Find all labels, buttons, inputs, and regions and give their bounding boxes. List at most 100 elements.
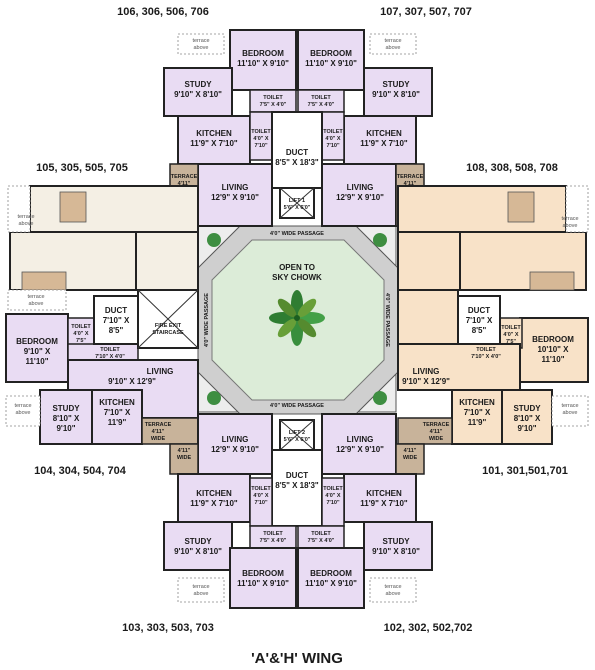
toilet-dims: 7'5" X 4'0"	[308, 102, 335, 108]
terrace-label: TERRACE	[145, 422, 172, 428]
toilet-dims: 7'10"	[326, 143, 339, 149]
study-label: STUDY	[52, 404, 80, 413]
toilet-label: TOILET	[263, 95, 283, 101]
passage-left-label: 4'0" WIDE PASSAGE	[204, 293, 210, 347]
unit-label-mid-left: 105, 305, 505, 705	[36, 162, 128, 174]
study-dims: 9'10"	[56, 424, 75, 433]
toilet-dims: 7'5" X 4'0"	[308, 538, 335, 544]
living-dims: 12'9" X 9'10"	[336, 193, 384, 202]
kitchen-label: KITCHEN	[196, 489, 232, 498]
unit-label-bottom-left: 103, 303, 503, 703	[122, 622, 214, 634]
toilet-label: TOILET	[323, 486, 343, 492]
terrace-above-label: above	[194, 45, 209, 51]
living-label: LIVING	[413, 367, 440, 376]
unit-label-bottom-right: 102, 302, 502,702	[384, 622, 473, 634]
kitchen-dims: 7'10" X	[464, 408, 491, 417]
bedroom-dims: 9'10" X	[24, 347, 51, 356]
toilet-dims: 4'0" X	[73, 331, 89, 337]
terrace-wide: WIDE	[151, 436, 166, 442]
lift-dims: 5'6" X 6'0"	[284, 437, 311, 443]
bedroom-label: BEDROOM	[310, 569, 352, 578]
living-label: LIVING	[222, 435, 249, 444]
living-dims: 9'10" X 12'9"	[108, 377, 156, 386]
duct-dims: 8'5"	[472, 326, 487, 335]
terrace-above-label: terrace	[27, 294, 44, 300]
study-label: STUDY	[382, 537, 410, 546]
passage-bottom-label: 4'0" WIDE PASSAGE	[270, 403, 324, 409]
toilet-label: TOILET	[71, 324, 91, 330]
plant-icon	[207, 233, 387, 405]
bedroom-dims: 11'10"	[541, 355, 564, 364]
living-dims: 12'9" X 9'10"	[336, 445, 384, 454]
toilet-dims: 7'5"	[76, 338, 86, 344]
study-dims: 9'10"	[517, 424, 536, 433]
study-dims: 9'10" X 8'10"	[174, 547, 222, 556]
study-dims: 9'10" X 8'10"	[174, 90, 222, 99]
lift-label: LIFT 1	[289, 198, 305, 204]
unit-lower-left	[5, 289, 199, 445]
study-label: STUDY	[513, 404, 541, 413]
toilet-label: TOILET	[263, 531, 283, 537]
duct-label: DUCT	[468, 306, 490, 315]
toilet-dims: 7'5"	[506, 339, 516, 345]
study-label: STUDY	[184, 80, 212, 89]
central-court: 4'0" WIDE PASSAGE 4'0" WIDE PASSAGE 4'0"…	[197, 225, 399, 415]
kitchen-dims: 7'10" X	[104, 408, 131, 417]
terrace-above-label: above	[563, 223, 578, 229]
terrace-label: TERRACE	[423, 422, 450, 428]
bedroom-label: BEDROOM	[16, 337, 58, 346]
bedroom-label: BEDROOM	[310, 49, 352, 58]
terrace-above-label: terrace	[561, 403, 578, 409]
unit-label-mid-right: 108, 308, 508, 708	[466, 162, 558, 174]
unit-mid-left	[7, 185, 199, 311]
terrace-above-label: terrace	[384, 584, 401, 590]
duct-dims: 7'10" X	[103, 316, 130, 325]
core-bottom	[271, 419, 323, 527]
unit-bottom-right	[297, 413, 433, 609]
toilet-dims: 4'0" X	[325, 493, 341, 499]
unit-label-lower-left: 104, 304, 504, 704	[34, 465, 127, 477]
living-dims: 12'9" X 9'10"	[211, 445, 259, 454]
kitchen-dims: 11'9" X 7'10"	[360, 499, 408, 508]
toilet-label: TOILET	[251, 129, 271, 135]
unit-bottom-left	[163, 413, 297, 609]
bedroom-label: BEDROOM	[532, 335, 574, 344]
lift-dims: 5'6" X 6'0"	[284, 205, 311, 211]
toilet-label: TOILET	[311, 95, 331, 101]
terrace-above-label: above	[29, 301, 44, 307]
terrace-above-label: above	[563, 410, 578, 416]
unit-label-top-right: 107, 307, 507, 707	[380, 6, 472, 18]
unit-label-lower-right: 101, 301,501,701	[482, 465, 568, 477]
toilet-dims: 7'5" X 4'0"	[260, 102, 287, 108]
core-top	[271, 111, 323, 219]
bedroom-label: BEDROOM	[242, 569, 284, 578]
palm-tree-icon	[269, 290, 325, 346]
terrace-dims: 4'11"	[404, 181, 417, 187]
kitchen-dims: 11'9"	[108, 418, 127, 427]
wing-title: 'A'&'H' WING	[251, 650, 343, 667]
fire-exit-label: STAIRCASE	[152, 330, 184, 336]
terrace-wide: WIDE	[403, 455, 418, 461]
kitchen-dims: 11'9"	[468, 418, 487, 427]
terrace-above-label: terrace	[17, 214, 34, 220]
living-dims: 9'10" X 12'9"	[402, 377, 450, 386]
unit-lower-right	[397, 289, 589, 445]
terrace-dims: 4'11"	[178, 448, 191, 454]
bedroom-label: BEDROOM	[242, 49, 284, 58]
terrace-above-label: terrace	[192, 38, 209, 44]
terrace-wide: WIDE	[429, 436, 444, 442]
living-label: LIVING	[147, 367, 174, 376]
kitchen-dims: 11'9" X 7'10"	[190, 139, 238, 148]
terrace-wide: WIDE	[177, 455, 192, 461]
duct-dims: 8'5" X 18'3"	[275, 158, 319, 167]
living-label: LIVING	[222, 183, 249, 192]
kitchen-label: KITCHEN	[99, 398, 135, 407]
toilet-dims: 7'10" X 4'0"	[95, 354, 125, 360]
duct-label: DUCT	[286, 471, 308, 480]
terrace-above-label: terrace	[561, 216, 578, 222]
toilet-dims: 7'10"	[254, 500, 267, 506]
passage-right-label: 4'0" WIDE PASSAGE	[384, 293, 390, 347]
living-label: LIVING	[347, 183, 374, 192]
kitchen-label: KITCHEN	[459, 398, 495, 407]
terrace-above-label: above	[16, 410, 31, 416]
